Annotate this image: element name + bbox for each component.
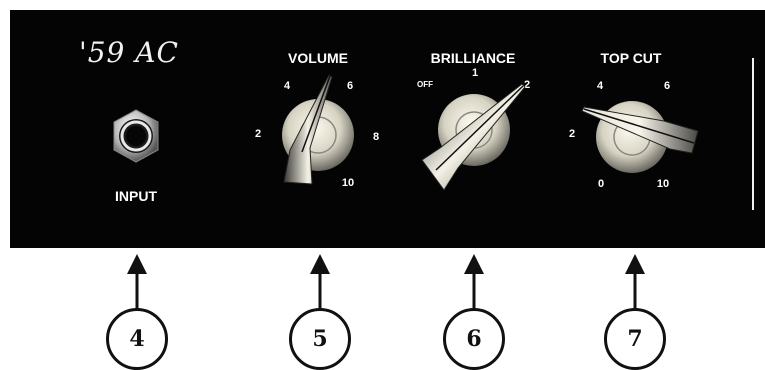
input-jack[interactable]: [108, 108, 164, 164]
topcut-title: TOP CUT: [600, 50, 662, 66]
brilliance-tick-2: 2: [523, 79, 531, 91]
callout-arrow-7: [625, 254, 645, 274]
volume-tick-4: 4: [283, 80, 291, 92]
callout-arrow-5: [310, 254, 330, 274]
callout-arrow-4: [127, 254, 147, 274]
brilliance-tick-1: 1: [471, 67, 479, 79]
volume-tick-2: 2: [254, 128, 262, 140]
topcut-tick-2: 2: [568, 128, 576, 140]
brilliance-title: BRILLIANCE: [430, 50, 516, 66]
input-label: INPUT: [115, 188, 157, 204]
brilliance-knob[interactable]: [418, 78, 533, 193]
brilliance-tick-off: OFF: [417, 80, 433, 89]
volume-tick-10: 10: [341, 177, 355, 189]
callout-number-4: 4: [106, 308, 168, 370]
volume-knob[interactable]: [268, 70, 378, 200]
volume-tick-6: 6: [346, 80, 354, 92]
callout-number-6: 6: [443, 308, 505, 370]
callout-arrow-6: [464, 254, 484, 274]
topcut-tick-0: 0: [597, 178, 605, 190]
topcut-tick-10: 10: [656, 178, 670, 190]
topcut-knob[interactable]: [580, 95, 705, 185]
brand-logo: '59 AC: [79, 36, 179, 69]
volume-tick-8: 8: [372, 131, 380, 143]
callout-number-7: 7: [604, 308, 666, 370]
volume-title: VOLUME: [288, 50, 348, 66]
topcut-tick-6: 6: [663, 80, 671, 92]
panel-edge-line: [752, 58, 754, 210]
callout-number-5: 5: [289, 308, 351, 370]
topcut-tick-4: 4: [596, 80, 604, 92]
